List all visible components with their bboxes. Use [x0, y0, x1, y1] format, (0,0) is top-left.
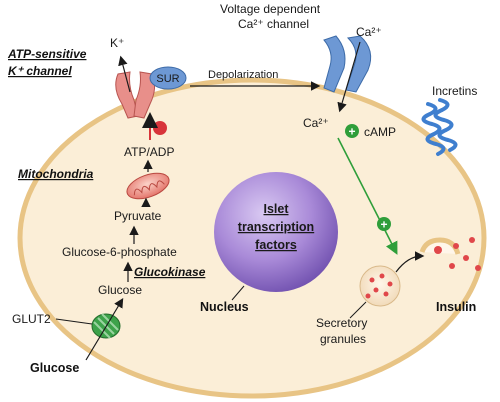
- granule-insulin-dot: [379, 273, 385, 279]
- g6p-label: Glucose-6-phosphate: [62, 245, 177, 259]
- insulin-dot: [449, 263, 455, 269]
- secretory-pointer: [349, 301, 367, 319]
- granule-insulin-dot: [373, 287, 379, 293]
- granule-to-membrane-arrow: [395, 251, 425, 273]
- glut2-label: GLUT2: [12, 312, 51, 326]
- ca-outside-label: Ca²⁺: [356, 25, 382, 39]
- atp-adp-label: ATP/ADP: [124, 145, 174, 159]
- secretory-granule: [359, 265, 401, 307]
- vdcc-label-line1: Voltage dependent: [220, 2, 321, 16]
- granule-insulin-dot: [383, 291, 389, 297]
- mitochondrion-icon: [126, 172, 170, 200]
- nucleus-pointer: [231, 285, 245, 301]
- voltage-ca-channel: [323, 35, 372, 93]
- atp-channel-label-line1: ATP-sensitive: [7, 47, 87, 61]
- nucleus-label-line3: factors: [255, 238, 297, 252]
- glucose-outside-label: Glucose: [30, 361, 79, 375]
- insulin-dot: [475, 265, 481, 271]
- incretin-receptor-icon: [421, 98, 458, 156]
- nucleus-body: [214, 172, 338, 292]
- granule-insulin-dot: [369, 277, 375, 283]
- k-ion-label: K⁺: [110, 36, 124, 50]
- ca-influx-arrow: [337, 41, 361, 113]
- camp-label: cAMP: [364, 125, 396, 139]
- nucleus-label: Nucleus: [200, 300, 249, 314]
- glut2-pointer: [55, 318, 93, 325]
- insulin-dot: [469, 237, 475, 243]
- secretory-label-line2: granules: [320, 332, 366, 346]
- secretion-plus-sign: +: [380, 218, 387, 232]
- sur-subunit: [149, 66, 187, 90]
- k-efflux-arrow: [118, 55, 131, 93]
- vdcc-label-line2: Ca²⁺ channel: [238, 17, 309, 31]
- atp-channel-label-line2: K⁺ channel: [8, 64, 72, 78]
- glucose-inside-label: Glucose: [98, 283, 142, 297]
- insulin-label: Insulin: [436, 300, 476, 314]
- insulin-dot: [453, 243, 459, 249]
- nucleus-label-line2: transcription: [238, 220, 314, 234]
- pyruvate-label: Pyruvate: [114, 209, 162, 223]
- camp-plus-sign: +: [348, 125, 355, 139]
- insulin-dot: [463, 255, 469, 261]
- depolarization-label: Depolarization: [208, 69, 278, 81]
- incretins-label: Incretins: [432, 84, 477, 98]
- granule-insulin-dot: [365, 293, 371, 299]
- atp-inhibit-dot: [153, 121, 167, 135]
- ca-to-secretion-arrow: [337, 137, 398, 255]
- glucose-uptake-arrow: [85, 297, 124, 361]
- glucokinase-label: Glucokinase: [134, 265, 206, 279]
- sur-label: SUR: [156, 73, 179, 85]
- camp-plus-icon: [345, 124, 359, 138]
- ca-inside-label: Ca²⁺: [303, 116, 329, 130]
- mitochondria-label: Mitochondria: [18, 167, 94, 181]
- secretion-plus-icon: [377, 217, 391, 231]
- secretory-label-line1: Secretory: [316, 316, 367, 330]
- granule-insulin-dot: [387, 281, 393, 287]
- insulin-granule-release: [434, 246, 442, 254]
- nucleus-label-line1: Islet: [263, 202, 289, 216]
